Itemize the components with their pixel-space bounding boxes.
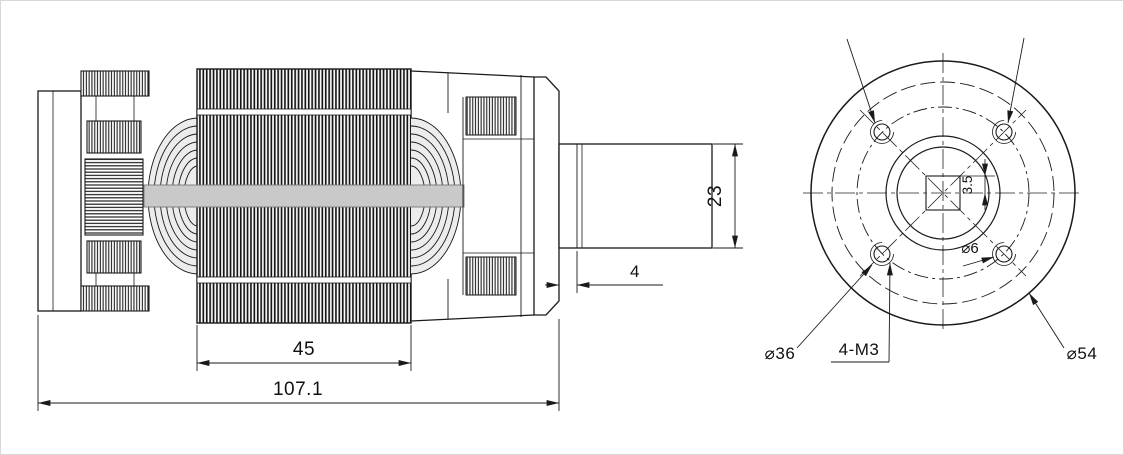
dim-shoulder: 4 [545, 251, 663, 293]
dim-shoulder-text: 4 [630, 262, 640, 281]
dim-shaft-diameter-text: 23 [705, 185, 726, 207]
pilot-boss-circle [885, 135, 1001, 251]
commutator-block [84, 158, 144, 236]
end-cap [533, 76, 560, 316]
dim-bolt-circle-text: ⌀36 [765, 344, 796, 363]
dim-hole-diameter: ⌀6 [961, 240, 995, 267]
mounting-holes [870, 120, 1016, 266]
dim-stack-length-text: 45 [293, 339, 315, 360]
thread-leaders [846, 37, 1025, 124]
output-shaft [558, 143, 713, 249]
dim-center-offset: 3.5 [960, 159, 995, 210]
mounting-hole [870, 242, 894, 266]
side-view [37, 68, 713, 324]
dim-outer-diameter-text: ⌀54 [1067, 344, 1098, 363]
dim-center-offset-text: 3.5 [960, 176, 975, 195]
dim-tapped-holes-text: 4-M3 [839, 340, 880, 359]
mounting-hole [992, 242, 1016, 266]
motor-shaft [143, 184, 465, 208]
end-view: 3.5 ⌀6 ⌀36 4-M3 ⌀54 [765, 37, 1098, 363]
mounting-hole [870, 120, 894, 144]
dim-hole-diameter-text: ⌀6 [961, 240, 978, 257]
dim-outer-diameter: ⌀54 [1028, 292, 1098, 363]
mounting-hole [992, 120, 1016, 144]
bearing-blocks [80, 70, 150, 312]
rear-housing [410, 70, 535, 322]
outer-body-circle [810, 60, 1076, 326]
inner-bore-circle [896, 146, 990, 240]
side-view-dimensions: 45 107.1 23 4 [37, 143, 743, 411]
dim-overall-length: 107.1 [37, 315, 560, 411]
left-end-bracket [37, 90, 82, 312]
centerlines [803, 53, 1083, 333]
dim-stack-length: 45 [196, 325, 412, 371]
dim-shaft-diameter: 23 [705, 143, 743, 249]
dim-bolt-circle: ⌀36 [765, 264, 873, 363]
dim-tapped-holes: 4-M3 [831, 262, 893, 363]
center-square [925, 175, 961, 211]
dim-overall-length-text: 107.1 [273, 379, 323, 400]
housing-phantom-circle [831, 81, 1055, 305]
bolt-circle [856, 106, 1030, 280]
